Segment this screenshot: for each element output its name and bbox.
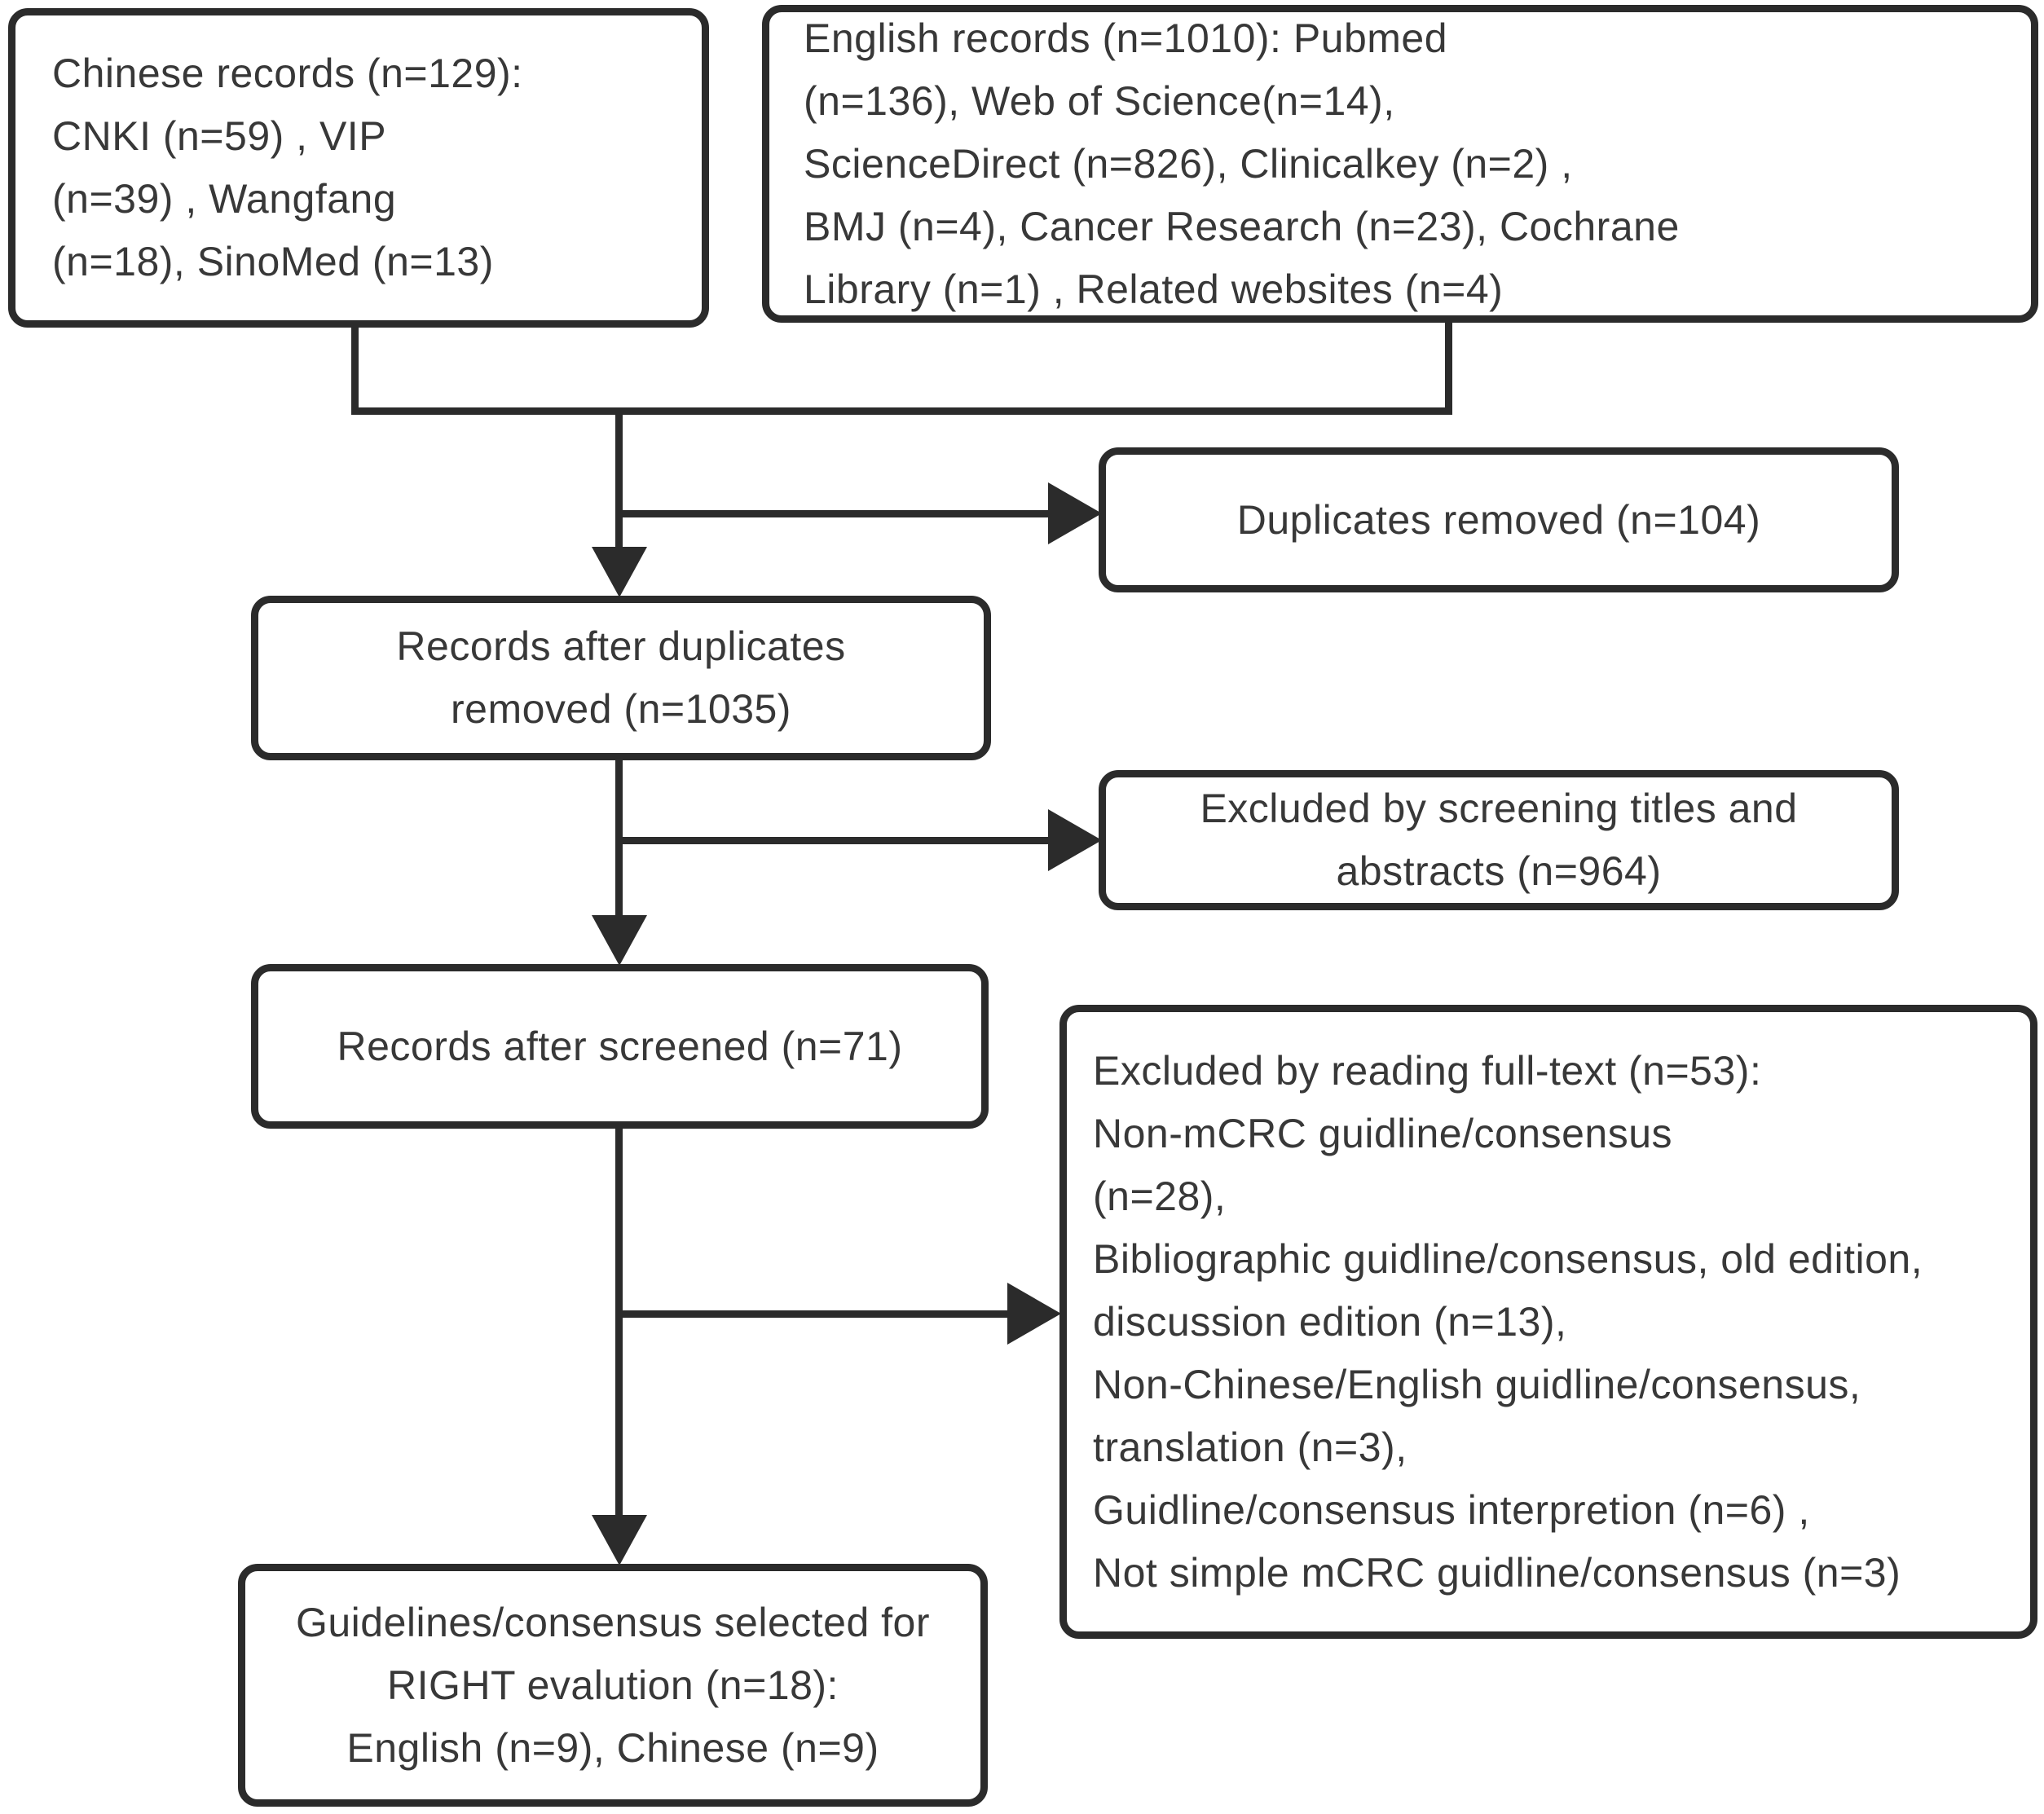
records-after-duplicates-box: Records after duplicates removed (n=1035… (251, 596, 991, 760)
records-after-duplicates-text: Records after duplicates removed (n=1035… (396, 623, 846, 732)
arrow-right-icon (1048, 809, 1102, 871)
excluded-by-screening-text: Excluded by screening titles and abstrac… (1200, 786, 1798, 894)
arrow-right-icon (1007, 1283, 1061, 1345)
arrow-down-icon (592, 547, 647, 597)
duplicates-removed-box: Duplicates removed (n=104) (1099, 447, 1899, 592)
chinese-records-box: Chinese records (n=129): CNKI (n=59) , V… (8, 8, 709, 328)
connector-to-excl-fulltext (615, 1310, 1010, 1318)
connector-to-excl-screening (615, 837, 1055, 844)
excluded-by-fulltext-box: Excluded by reading full-text (n=53): No… (1059, 1005, 2037, 1639)
connector-merge-line (351, 407, 1452, 415)
records-after-screened-text: Records after screened (n=71) (337, 1023, 903, 1069)
connector-to-duplicates (615, 510, 1053, 517)
records-after-screened-box: Records after screened (n=71) (251, 964, 989, 1129)
connector-to-selected (615, 1125, 623, 1522)
arrow-right-icon (1048, 482, 1102, 544)
connector-to-after-duplicates (615, 407, 623, 554)
excluded-by-fulltext-text: Excluded by reading full-text (n=53): No… (1093, 1047, 1923, 1596)
english-records-box: English records (n=1010): Pubmed (n=136)… (762, 5, 2038, 323)
connector-chinese-stub (351, 324, 359, 415)
arrow-down-icon (592, 915, 647, 966)
guidelines-selected-text: Guidelines/consensus selected for RIGHT … (295, 1599, 931, 1771)
connector-english-stub (1445, 319, 1452, 415)
duplicates-removed-text: Duplicates removed (n=104) (1236, 496, 1761, 543)
arrow-down-icon (592, 1515, 647, 1565)
english-records-text: English records (n=1010): Pubmed (n=136)… (804, 15, 1680, 312)
excluded-by-screening-box: Excluded by screening titles and abstrac… (1099, 770, 1899, 910)
guidelines-selected-box: Guidelines/consensus selected for RIGHT … (238, 1564, 988, 1807)
chinese-records-text: Chinese records (n=129): CNKI (n=59) , V… (52, 51, 523, 284)
